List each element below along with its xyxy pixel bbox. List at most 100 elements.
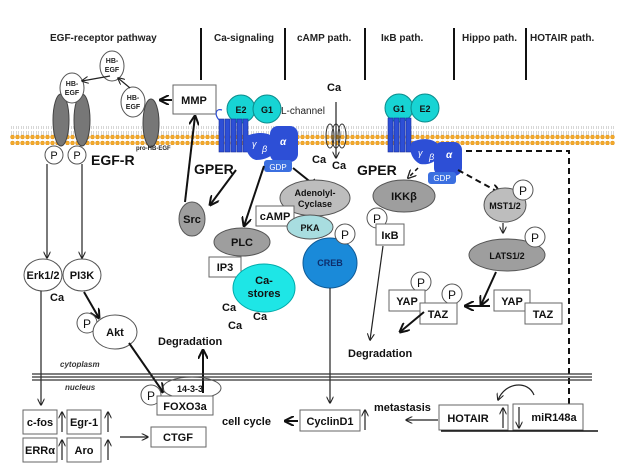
hb-egf-free-label-2: EGF — [105, 67, 120, 74]
mir148a-label: miR148a — [531, 412, 577, 424]
g1-ligand-left — [252, 94, 282, 124]
metastasis-label: metastasis — [374, 402, 431, 414]
foxo3a-label: FOXO3a — [163, 401, 207, 413]
yap-label-phospho: YAP — [396, 296, 418, 308]
mst-phospho — [512, 179, 534, 201]
ca-stores-label-2: stores — [247, 288, 280, 300]
ca-inside-label-1: Ca — [312, 154, 327, 166]
egr1-box — [66, 409, 102, 435]
alpha-label-left: α — [280, 137, 287, 148]
gper-label-right: GPER — [357, 162, 397, 178]
pathway-headers: EGF-receptor pathway Ca-signaling cAMP p… — [50, 28, 594, 80]
ikkb-label: IKKβ — [391, 191, 417, 203]
ca-outside-label: Ca — [327, 82, 342, 94]
nucleus-label: nucleus — [65, 383, 96, 392]
header-ca-signaling: Ca-signaling — [214, 33, 274, 44]
gamma-label-right: γ — [418, 148, 423, 158]
yap-box-phospho — [388, 289, 426, 312]
hotair-label: HOTAIR — [447, 413, 488, 425]
aro-label: Aro — [75, 445, 94, 457]
degradation-label-left: Degradation — [158, 336, 222, 348]
pro-hb-egf-label: pro-HB-EGF — [136, 146, 171, 152]
taz-label: TAZ — [533, 309, 554, 321]
ip3-label: IP3 — [217, 262, 234, 274]
e2-label-left: E2 — [235, 105, 246, 115]
erk-label: Erk1/2 — [26, 270, 59, 282]
egr1-label: Egr-1 — [70, 417, 98, 429]
hb-egf-cleaved-label-2: EGF — [126, 104, 141, 111]
adenylyl-label-2: Cyclase — [298, 199, 332, 209]
g-alpha-left — [270, 126, 298, 162]
degradation-label-right: Degradation — [348, 348, 412, 360]
taz-box-phospho — [419, 302, 458, 325]
arrow-gper-to-mst — [457, 169, 500, 193]
mir148a-to-hotair-loop-arrow — [498, 384, 535, 400]
cytoplasm-label: cytoplasm — [60, 360, 100, 369]
foxo3a-phospho — [140, 384, 162, 406]
l-channel-label: L-channel — [281, 106, 325, 117]
akt-p-label: P — [83, 317, 91, 331]
foxo3a-p-label: P — [147, 389, 155, 403]
hb-egf-bound-label-1: HB- — [66, 81, 79, 88]
alpha-label-right: α — [446, 150, 453, 161]
foxo3a-box — [156, 395, 214, 416]
yap-box — [493, 289, 531, 312]
egfr-phospho-left — [44, 145, 64, 165]
ca-stores-label-1: Ca- — [255, 275, 273, 287]
hb-egf-free — [99, 50, 125, 82]
ca-release-2: Ca — [253, 311, 268, 323]
ikb-p-label: P — [373, 212, 381, 226]
ikb-box — [375, 223, 405, 246]
creb-p-label: P — [341, 228, 349, 242]
l-channel: Ca Ca Ca — [312, 82, 347, 172]
arrow-gper-to-plc — [244, 165, 265, 226]
arrow-gper-to-src — [210, 169, 237, 205]
hb-egf-cleaved — [120, 86, 146, 118]
beta-label-right: β — [428, 152, 434, 162]
src-node — [178, 201, 206, 237]
aro-box — [66, 437, 102, 463]
beta-label-left: β — [261, 144, 267, 154]
lats-phospho — [524, 226, 546, 248]
ca-stores-node — [232, 263, 296, 313]
mst-p-label: P — [519, 184, 527, 198]
g-alpha-right — [434, 142, 462, 176]
lats-p-label: P — [531, 231, 539, 245]
gper-transmembrane-left — [215, 109, 249, 153]
plc-label: PLC — [231, 237, 253, 249]
cyclind1-label: CyclinD1 — [306, 416, 353, 428]
yap-label: YAP — [501, 296, 523, 308]
ca-erk-label: Ca — [50, 292, 65, 304]
ctgf-box — [150, 426, 207, 448]
ca-inside-label-2: Ca — [332, 160, 347, 172]
g1-label-left: G1 — [261, 105, 273, 115]
gdp-right — [428, 172, 456, 184]
g-beta-gamma-left — [245, 133, 278, 160]
arrow-pi3k-to-akt — [83, 291, 99, 318]
erra-box — [22, 437, 58, 463]
taz-box — [524, 302, 563, 325]
taz-p-label: P — [448, 288, 456, 302]
header-hotair: HOTAIR path. — [530, 33, 594, 44]
pka-node — [286, 214, 334, 240]
e2-label-right: E2 — [419, 104, 430, 114]
gamma-label-left: γ — [252, 139, 257, 149]
p1433-label: 14-3-3 — [177, 384, 203, 394]
cell-membrane-right — [305, 126, 615, 145]
erk-node — [23, 258, 63, 292]
egfr-p-right-label: P — [73, 150, 80, 162]
camp-box — [255, 205, 295, 227]
egfr-phospho-right — [67, 145, 87, 165]
arrow-src-to-mmp — [184, 116, 195, 203]
camp-label: cAMP — [260, 211, 291, 223]
ip3-box — [208, 256, 242, 278]
header-egf-receptor: EGF-receptor pathway — [50, 33, 157, 44]
pi3k-node — [62, 258, 102, 292]
inhibition-line-to-mir148a — [466, 150, 570, 406]
arrow-gper-to-ikkb — [408, 167, 419, 178]
mmp-label: MMP — [181, 95, 207, 107]
taz-label-phospho: TAZ — [428, 309, 449, 321]
arrow-akt-to-foxo3a — [128, 342, 163, 392]
creb-label: CREB — [317, 258, 343, 268]
